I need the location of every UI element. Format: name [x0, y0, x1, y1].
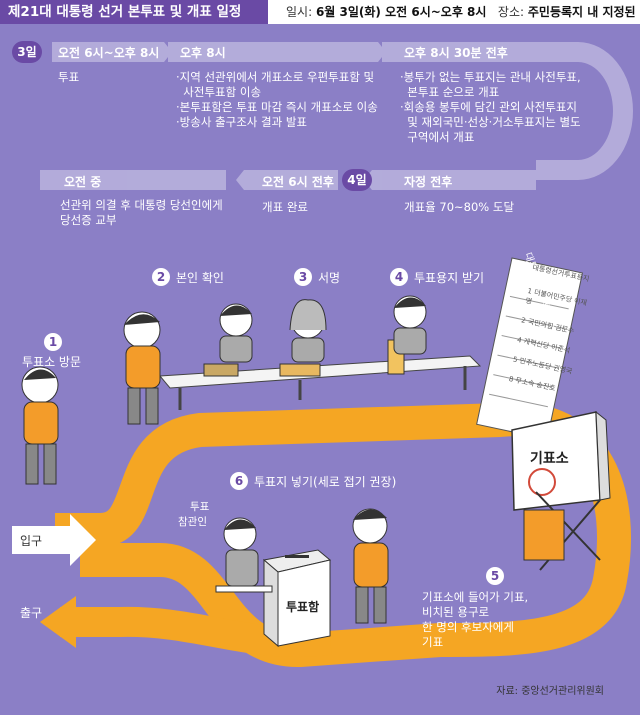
- step-5-line-1: 기표소에 들어가 기표,: [422, 590, 529, 604]
- ballot-row-3: 4 개혁신당 이준석: [516, 335, 571, 355]
- step-1-number: 1: [44, 333, 62, 351]
- timeline-arrows-bottom: [40, 170, 536, 190]
- day-badge-4: 4일: [342, 169, 372, 191]
- s5-time: 오전 6시 전후: [262, 175, 334, 189]
- person-voter-1: [21, 366, 59, 485]
- step-5-line-4: 기표: [422, 635, 444, 649]
- step-6-label: 투표지 넣기(세로 접기 권장): [254, 474, 397, 489]
- s3-item-1: ·봉투가 없는 투표지는 관내 사전투표,: [400, 70, 581, 84]
- ballot-row-2: 2 국민의힘 김문수: [520, 316, 575, 336]
- date-place-info: 일시: 6월 3일(화) 오전 6시~오후 8시 장소: 주민등록지 내 지정된…: [286, 0, 640, 43]
- step-2-number: 2: [152, 268, 170, 286]
- step-2-label: 본인 확인: [176, 270, 224, 285]
- voting-booth: [511, 410, 611, 571]
- observer-label-1: 투표: [190, 501, 210, 513]
- timeline-arrows: [52, 42, 578, 62]
- exit-label: 출구: [20, 606, 43, 620]
- arrow-4: [364, 170, 536, 190]
- s3-time: 오후 8시 30분 전후: [404, 46, 508, 60]
- s6-time: 오전 중: [64, 175, 102, 189]
- day-badge-3: 3일: [12, 41, 42, 63]
- date-label: 일시:: [286, 5, 313, 19]
- place-label: 장소:: [497, 5, 525, 19]
- step-3-label: 서명: [318, 270, 341, 285]
- person-staff-3: [393, 295, 427, 355]
- arrow-1: [52, 42, 172, 62]
- person-staff-1: [219, 303, 253, 363]
- source-note: 자료: 중앙선거관리위원회: [496, 686, 604, 697]
- step-3-number: 3: [294, 268, 312, 286]
- ballot-row-1: 1 더불어민주당 이재명: [524, 286, 588, 308]
- step-6-number: 6: [230, 472, 248, 490]
- check-table: [158, 339, 482, 410]
- entrance-arrow: [12, 514, 96, 566]
- step-1-label: 투표소 방문: [22, 355, 82, 369]
- s6-desc-2: 당선증 교부: [60, 213, 117, 227]
- s2-item-2: 사전투표함 이송: [176, 85, 262, 99]
- page-title: 제21대 대통령 선거 본투표 및 개표 일정: [0, 0, 268, 24]
- s1-desc: 투표: [58, 70, 80, 84]
- box-label: 투표함: [286, 600, 320, 614]
- observer-label-2: 참관인: [178, 516, 207, 528]
- step-4-label: 투표용지 받기: [414, 270, 485, 285]
- booth-label: 기표소: [530, 451, 569, 467]
- timeline-curve: [536, 42, 633, 180]
- s3-item-5: 구역에서 개표: [400, 130, 475, 144]
- step-5-number: 5: [486, 567, 504, 585]
- s3-item-2: 본투표 순으로 개표: [400, 85, 500, 99]
- person-voter-3: [352, 508, 389, 624]
- arrow-5: [236, 170, 338, 190]
- s2-time: 오후 8시: [180, 46, 226, 60]
- arrow-2: [168, 42, 386, 62]
- s4-time: 자정 전후: [404, 175, 453, 189]
- s4-desc: 개표율 70~80% 도달: [404, 200, 515, 214]
- s1-time: 오전 6시~오후 8시: [58, 46, 160, 60]
- arrow-6: [40, 170, 226, 190]
- step-2: 2 본인 확인: [152, 268, 224, 286]
- s5-desc: 개표 완료: [262, 200, 308, 214]
- step-3: 3 서명: [294, 268, 340, 286]
- header: 제21대 대통령 선거 본투표 및 개표 일정 일시: 6월 3일(화) 오전 …: [0, 0, 640, 43]
- date-value: 6월 3일(화) 오전 6시~오후 8시: [315, 5, 487, 19]
- person-staff-2: [289, 299, 327, 363]
- stamp-mark: [528, 468, 556, 496]
- ballot-row-4: 5 민주노동당 권영국: [512, 355, 573, 376]
- entrance-label: 입구: [20, 534, 43, 548]
- ballot-sheet: [476, 257, 584, 440]
- step-5-line-3: 한 명의 후보자에게: [422, 620, 514, 634]
- s3-item-3: ·회송용 봉투에 담긴 관외 사전투표지: [400, 100, 577, 114]
- step-4-number: 4: [390, 268, 408, 286]
- s2-item-3: ·본투표함은 투표 마감 즉시 개표소로 이송: [176, 100, 378, 114]
- person-observer: [215, 517, 273, 593]
- step-5-line-2: 비치된 용구로: [422, 605, 490, 619]
- arrow-3: [382, 42, 578, 62]
- sign-book: [279, 363, 321, 377]
- person-voter-2: [123, 311, 161, 425]
- s6-desc-1: 선관위 의결 후 대통령 당선인에게: [60, 198, 223, 212]
- step-4: 4 투표용지 받기: [390, 268, 484, 286]
- s2-item-4: ·방송사 출구조사 결과 발표: [176, 115, 308, 129]
- id-card: [203, 363, 239, 377]
- ballot-box: [262, 549, 332, 648]
- s2-item-1: ·지역 선관위에서 개표소로 우편투표함 및: [176, 70, 375, 84]
- s3-item-4: 및 재외국민·선상·거소투표지는 별도: [400, 115, 581, 129]
- step-6: 6 투표지 넣기(세로 접기 권장): [230, 472, 396, 490]
- exit-arrowhead: [40, 596, 76, 648]
